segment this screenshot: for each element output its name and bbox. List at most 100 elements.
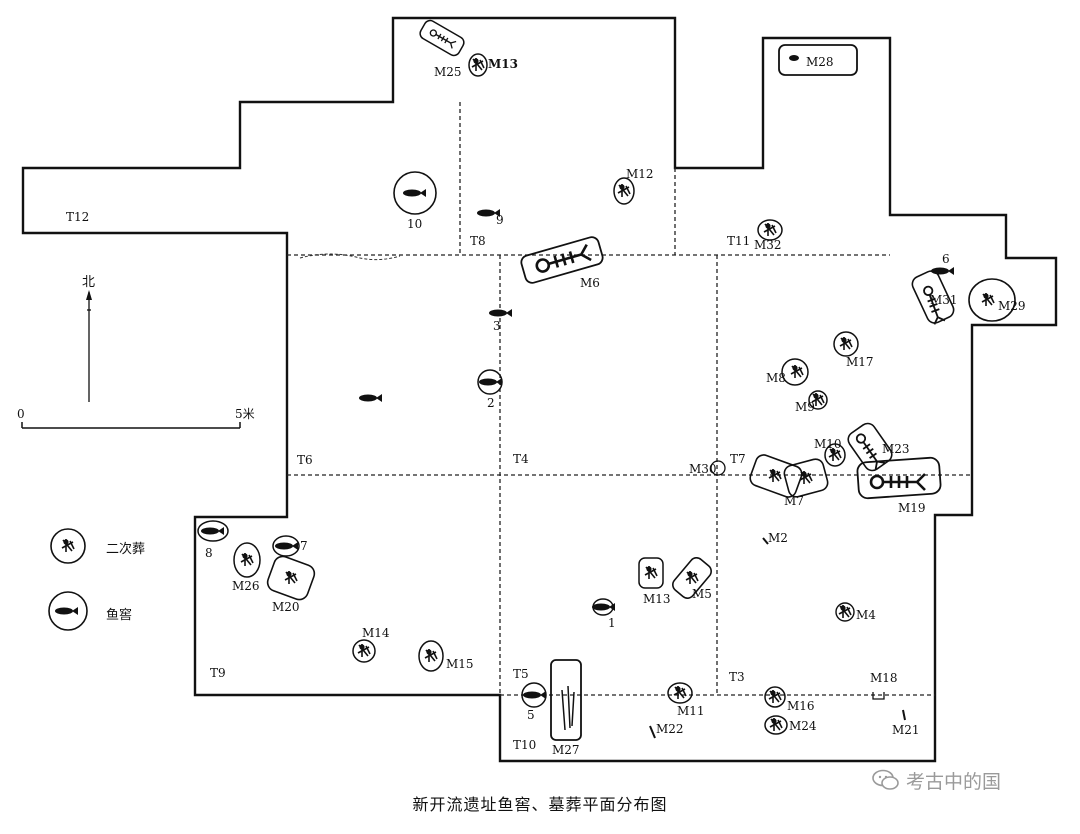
burial-m10: M10 <box>814 437 846 467</box>
north-arrow <box>86 290 92 402</box>
burial-m21: M21 <box>892 709 920 737</box>
scale-start-label: 0 <box>17 407 25 421</box>
svg-text:M25: M25 <box>434 65 462 79</box>
fish-cellar-3: 3 <box>489 309 512 333</box>
burial-m32: M32 <box>754 219 783 252</box>
fish-cellar-7: 7 <box>272 535 308 557</box>
svg-text:10: 10 <box>407 217 422 231</box>
svg-text:M15: M15 <box>446 657 474 671</box>
burial-m24: M24 <box>764 715 817 735</box>
svg-text:M29: M29 <box>998 299 1026 313</box>
burial-m27: M27 <box>550 659 582 757</box>
excavation-boundary <box>21 16 1058 763</box>
burial-m5: M5 <box>672 557 712 601</box>
burial-m7: M7 <box>749 454 829 508</box>
burial-m29: M29 <box>968 278 1026 322</box>
svg-text:M30: M30 <box>689 462 717 476</box>
svg-text:2: 2 <box>487 396 495 410</box>
svg-text:M32: M32 <box>754 238 782 252</box>
trench-label-t10: T10 <box>513 738 536 752</box>
burial-m17: M17 <box>833 331 874 369</box>
svg-text:M13: M13 <box>643 592 671 606</box>
fish-cellar-5: 5 <box>521 682 547 722</box>
burial-m14: M14 <box>352 626 390 663</box>
svg-text:M6: M6 <box>580 276 600 290</box>
svg-text:M31: M31 <box>930 293 958 307</box>
svg-text:M10: M10 <box>814 437 842 451</box>
burial-m31: M31 <box>911 270 958 326</box>
fish-cellar-1: 1 <box>592 598 616 630</box>
figure-caption: 新开流遗址鱼窖、墓葬平面分布图 <box>412 795 668 814</box>
trench-label-t7: T7 <box>730 452 746 466</box>
burial-m20: M20 <box>266 555 316 614</box>
fish-trace-arrow <box>299 253 401 261</box>
trench-label-t4: T4 <box>513 452 529 466</box>
burial-m30: M30 <box>689 460 726 476</box>
svg-text:M20: M20 <box>272 600 300 614</box>
trench-label-t5: T5 <box>513 667 529 681</box>
fish-cellar-10: 10 <box>393 171 437 231</box>
fish-cellar-unnumbered <box>359 394 382 402</box>
burial-m28: M28 <box>778 44 858 76</box>
svg-text:M11: M11 <box>677 704 705 718</box>
svg-text:M28: M28 <box>806 55 834 69</box>
svg-text:5: 5 <box>527 708 535 722</box>
svg-text:M9: M9 <box>795 400 815 414</box>
svg-text:6: 6 <box>942 252 950 266</box>
svg-text:M12: M12 <box>626 167 654 181</box>
svg-text:M2: M2 <box>768 531 788 545</box>
burial-m13-north: M13 <box>468 53 518 77</box>
legend-label-secondary-burial: 二次葬 <box>106 542 146 557</box>
burial-m12: M12 <box>613 167 654 205</box>
svg-text:M21: M21 <box>892 723 920 737</box>
trench-label-t6: T6 <box>297 453 313 467</box>
scale-bar <box>21 422 241 429</box>
burial-m22: M22 <box>649 722 684 739</box>
svg-text:3: 3 <box>493 319 501 333</box>
burial-m16: M16 <box>764 686 815 713</box>
svg-text:M13: M13 <box>488 57 518 71</box>
scale-end-label: 5米 <box>235 407 255 421</box>
fish-cellar-2: 2 <box>477 369 503 410</box>
trench-label-t11: T11 <box>727 234 750 248</box>
svg-text:M23: M23 <box>882 442 910 456</box>
svg-text:M27: M27 <box>552 743 580 757</box>
svg-text:M19: M19 <box>898 501 926 515</box>
burial-m18: M18 <box>870 671 898 700</box>
trench-label-t8: T8 <box>470 234 486 248</box>
svg-text:M17: M17 <box>846 355 874 369</box>
legend-label-fish-cellar: 鱼窖 <box>106 608 133 623</box>
burial-m11: M11 <box>667 682 705 718</box>
burial-m6: M6 <box>520 236 604 290</box>
svg-text:M8: M8 <box>766 371 786 385</box>
burial-m23: M23 <box>847 422 910 472</box>
fish-cellar-6: 6 <box>931 252 954 275</box>
burial-m9: M9 <box>795 390 828 414</box>
svg-text:M4: M4 <box>856 608 876 622</box>
burial-m8: M8 <box>766 358 809 386</box>
burial-m13-south: M13 <box>638 557 671 606</box>
svg-text:1: 1 <box>608 616 616 630</box>
trench-label-t12: T12 <box>66 210 89 224</box>
north-label: 北 <box>82 275 95 290</box>
trench-label-t9: T9 <box>210 666 226 680</box>
trench-grid <box>287 102 972 696</box>
wechat-icon <box>872 769 899 790</box>
watermark: 考古中的国 <box>872 764 1001 796</box>
svg-text:M22: M22 <box>656 722 684 736</box>
burial-m15: M15 <box>418 640 474 672</box>
svg-text:M5: M5 <box>692 587 712 601</box>
watermark-text: 考古中的国 <box>906 770 1002 793</box>
burial-m19: M19 <box>856 456 942 515</box>
legend-secondary-burial-symbol <box>50 528 86 564</box>
burial-m4: M4 <box>835 602 876 622</box>
svg-text:M18: M18 <box>870 671 898 685</box>
legend-fish-cellar-symbol <box>48 591 88 631</box>
svg-text:M26: M26 <box>232 579 260 593</box>
burial-m26: M26 <box>232 542 261 593</box>
svg-text:7: 7 <box>300 539 308 553</box>
svg-text:8: 8 <box>205 546 213 560</box>
svg-text:M14: M14 <box>362 626 390 640</box>
